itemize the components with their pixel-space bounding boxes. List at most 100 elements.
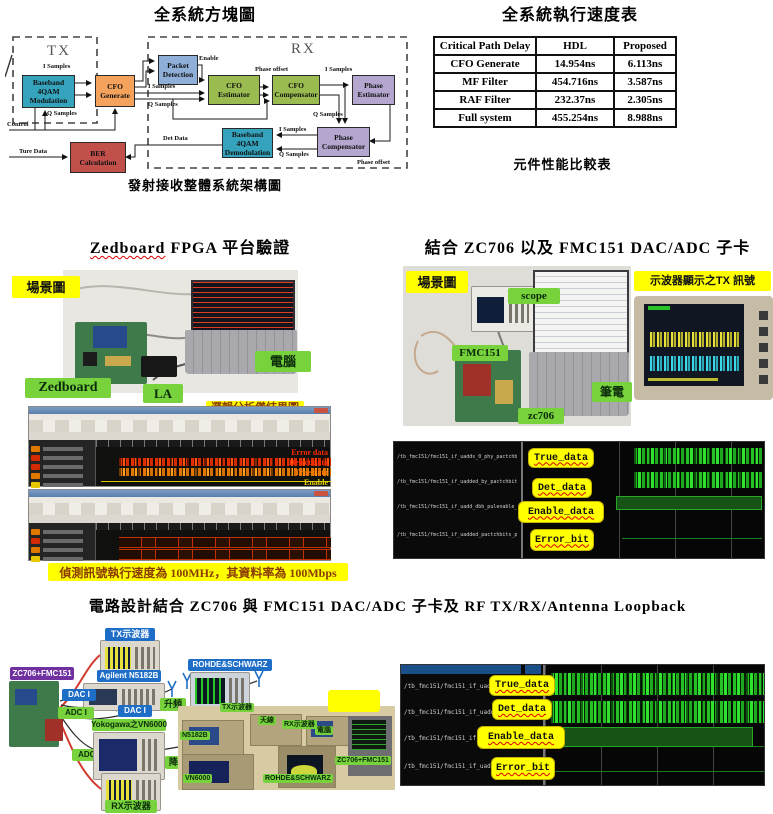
oscilloscope-photo <box>634 296 773 400</box>
window-menubar[interactable] <box>29 497 330 503</box>
wire-label-i-samples-rx: I Samples <box>148 83 176 90</box>
laptop-screen <box>191 280 295 334</box>
cell: 14.954ns <box>535 54 615 74</box>
zedboard-chip: Zedboard <box>25 378 111 398</box>
block-cfo-estimator: CFO Estimator <box>208 75 260 105</box>
block-phase-estimator: Phase Estimator <box>352 75 395 105</box>
cell: 8.988ns <box>613 108 677 128</box>
speed-table-title: 全系統執行速度表 <box>501 7 638 24</box>
overlay-enable: Enable <box>303 478 328 487</box>
zc706-board <box>455 350 521 422</box>
loopback-diagram: TX示波器 ZC706+FMC151 Agilent N5182B 升頻 ROH… <box>5 623 395 814</box>
window-titlebar <box>29 490 330 497</box>
enable-data-drop <box>753 746 764 747</box>
signal-names-panel: /tb_fmc151/fmc151_if_uadds_0_phy_pactchb… <box>394 442 523 558</box>
window-infobar <box>29 432 330 440</box>
dac-i-chip: DAC I <box>62 689 96 701</box>
cell: 6.113ns <box>613 54 677 74</box>
vn6000-thumb <box>93 732 165 780</box>
bench-label-rx-scope: RX示波器 <box>282 720 317 729</box>
wire-label-phase-offset-right: Phase offset <box>357 159 391 166</box>
block-packet-detection: Packet Detection <box>158 55 198 85</box>
cell: 455.254ns <box>535 108 615 128</box>
bus-trace-1 <box>119 537 331 548</box>
wire-label-phase-offset-top: Phase offset <box>255 66 289 73</box>
table-row: RAF Filter 232.37ns 2.305ns <box>433 90 677 110</box>
window-controls[interactable] <box>314 491 328 496</box>
error-bit-wave <box>553 771 764 772</box>
true-data-trace <box>119 468 331 476</box>
trace-yellow <box>650 332 740 347</box>
wire-label-control: Control <box>7 121 29 128</box>
block-baseband-demodulation: Baseband 4QAM Demodulation <box>222 128 273 158</box>
block-phase-compensator: Phase Compensator <box>317 127 370 157</box>
laptop-screen <box>533 270 629 356</box>
cell: 3.587ns <box>613 72 677 92</box>
table-row: MF Filter 454.716ns 3.587ns <box>433 72 677 92</box>
label-enable-data: Enable_data <box>477 726 565 749</box>
det-data-wave <box>634 472 762 488</box>
bench-label-pc: 電腦 <box>315 726 333 735</box>
bus-trace-2 <box>119 549 331 560</box>
enable-data-wave <box>553 727 753 747</box>
label-true-data: True_data <box>528 448 594 468</box>
panel-header-tab[interactable] <box>525 665 541 674</box>
vn6000-chip: Yokogawa之VN6000 <box>91 719 167 731</box>
signal-name: /tb_fmc151/fmc151_if_uadds_0_phy_pactchb… <box>404 683 538 690</box>
overlay-true-data: True data <box>294 468 328 477</box>
signal-name: /tb_fmc151/fmc151_if_uadd_dbb_pulenable_… <box>404 735 538 742</box>
label-enable-data: Enable_data <box>518 501 604 523</box>
detect-data-trace <box>119 458 331 466</box>
tx-region-label: TX <box>47 43 71 59</box>
window-toolbar[interactable] <box>29 420 330 432</box>
adc-i-chip: ADC I <box>58 707 94 719</box>
wire-label-enable: Enable <box>199 55 219 62</box>
channel-column <box>29 523 96 562</box>
rx-scope-chip: RX示波器 <box>105 800 157 813</box>
zedboard-title-en: Zedboard <box>89 240 166 257</box>
table-row: CFO Generate 14.954ns 6.113ns <box>433 54 677 74</box>
cell: 232.37ns <box>535 90 615 110</box>
table-header-row: Critical Path Delay HDL Proposed <box>433 36 677 56</box>
window-titlebar <box>29 407 330 414</box>
rx-region-label: RX <box>291 41 316 57</box>
scene-chip: 場景圖 <box>406 271 468 293</box>
tx-scope-chip: TX示波器 <box>105 628 155 641</box>
la-chip: LA <box>143 384 183 403</box>
error-bit-wave <box>622 538 762 539</box>
scope-buttons[interactable] <box>759 308 768 384</box>
dac-i2-chip: DAC I <box>118 705 152 717</box>
overlay-error-data: Error data <box>291 448 328 457</box>
wire-label-i-samples-pc: I Samples <box>279 126 307 133</box>
board-chip: ZC706+FMC151 <box>10 667 74 680</box>
wire-label-q-samples-rx: Q Samples <box>148 101 178 108</box>
window-menubar[interactable] <box>29 414 330 420</box>
bench-label-antenna: 天線 <box>258 716 276 725</box>
zc706-fmc151-board <box>9 681 63 747</box>
trace-cyan <box>650 356 740 371</box>
window-infobar <box>29 515 330 523</box>
wire-label-det-data: Det Data <box>163 135 188 142</box>
label-error-bit: Error_bit <box>530 529 594 551</box>
bench-label-tx-scope: TX示波器 <box>220 703 254 712</box>
time-ruler <box>96 440 330 447</box>
true-data-wave <box>551 673 764 695</box>
cell: RAF Filter <box>433 90 537 110</box>
rs-chip: ROHDE&SCHWARZ <box>188 659 272 671</box>
col-header-hdl: HDL <box>535 36 615 56</box>
system-block-diagram: TX RX Baseband 4QAM Modulation CFO Gener… <box>5 33 410 198</box>
window-controls[interactable] <box>314 408 328 413</box>
overlay-detect-data: Detect data <box>289 458 328 467</box>
label-det-data: Det_data <box>492 699 552 720</box>
window-toolbar[interactable] <box>29 503 330 515</box>
sim-waveform-panel-1: /tb_fmc151/fmc151_if_uadds_0_phy_pactchb… <box>393 441 765 559</box>
table-row: Full system 455.254ns 8.988ns <box>433 108 677 128</box>
bench-label-rohde-schwarz: ROHDE&SCHWARZ <box>263 774 333 783</box>
bench-label-n5182b: N5182B <box>180 731 210 740</box>
scope-screen <box>644 304 744 386</box>
scope-chip: scope <box>508 288 560 304</box>
det-data-wave <box>551 701 764 723</box>
cell: Full system <box>433 108 537 128</box>
wire-label-q-samples-tx: Q Samples <box>47 110 77 117</box>
